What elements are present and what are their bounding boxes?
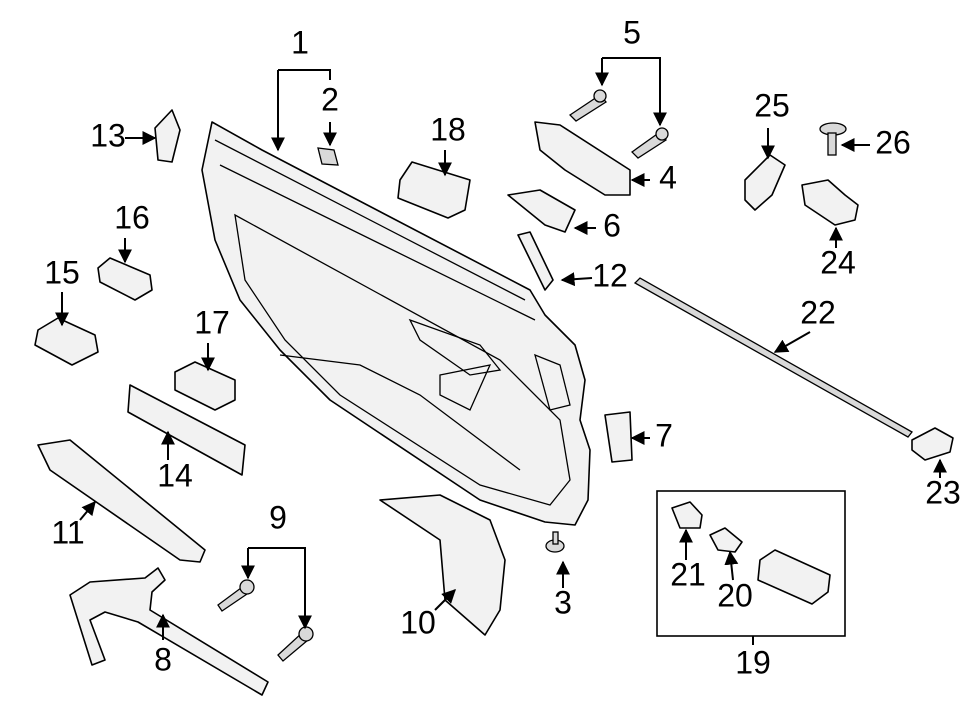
callout-25: 25 xyxy=(754,87,790,123)
lamp-19 xyxy=(757,549,831,605)
callout-5: 5 xyxy=(623,14,641,50)
bracket-25 xyxy=(744,154,786,211)
rod-22 xyxy=(633,277,913,438)
callout-20: 20 xyxy=(717,577,753,613)
callout-19: 19 xyxy=(735,644,771,680)
callout-12: 12 xyxy=(592,257,628,293)
callout-24: 24 xyxy=(820,244,856,280)
callout-3: 3 xyxy=(554,584,572,620)
clip-23 xyxy=(911,427,954,461)
callout-labels: 1234567891011121314151617181920212223242… xyxy=(44,14,961,680)
callout-8: 8 xyxy=(154,641,172,677)
screw-3 xyxy=(545,531,565,553)
callout-6: 6 xyxy=(603,207,621,243)
kit-box-19 xyxy=(656,490,846,637)
switch-bezel-18 xyxy=(397,161,471,219)
pull-handle-4 xyxy=(534,121,631,196)
bracket-13 xyxy=(154,109,181,163)
callout-21: 21 xyxy=(670,556,706,592)
leader-lines xyxy=(55,57,947,645)
callout-7: 7 xyxy=(655,417,673,453)
armrest-10 xyxy=(379,494,506,636)
bulb-20 xyxy=(709,527,743,553)
sensor-7 xyxy=(604,411,633,463)
clip-2 xyxy=(317,147,339,166)
callout-26: 26 xyxy=(875,124,911,160)
trim-strip-11 xyxy=(37,439,206,563)
callout-10: 10 xyxy=(400,604,436,640)
callout-17: 17 xyxy=(194,304,230,340)
bolts-5 xyxy=(568,89,669,159)
callout-15: 15 xyxy=(44,254,80,290)
callout-2: 2 xyxy=(321,81,339,117)
label-strip-14 xyxy=(127,384,246,476)
switch-17 xyxy=(174,361,236,411)
callout-11: 11 xyxy=(51,514,84,550)
callout-18: 18 xyxy=(430,111,466,147)
switch-15 xyxy=(34,317,99,366)
callout-23: 23 xyxy=(925,474,961,510)
trim-6 xyxy=(507,189,576,233)
door-trim-panel xyxy=(201,121,591,526)
callout-13: 13 xyxy=(90,117,126,153)
handle-frame-8 xyxy=(69,567,269,696)
connector-21 xyxy=(671,501,703,529)
callout-14: 14 xyxy=(157,457,193,493)
callout-1: 1 xyxy=(291,24,309,60)
bracket-24 xyxy=(801,179,859,226)
callout-9: 9 xyxy=(269,499,287,535)
trim-12 xyxy=(517,231,554,291)
callout-4: 4 xyxy=(659,159,677,195)
callout-22: 22 xyxy=(800,294,836,330)
callout-16: 16 xyxy=(114,199,150,235)
pin-26 xyxy=(819,122,847,156)
switch-16 xyxy=(97,257,153,301)
bolts-9 xyxy=(217,579,314,662)
